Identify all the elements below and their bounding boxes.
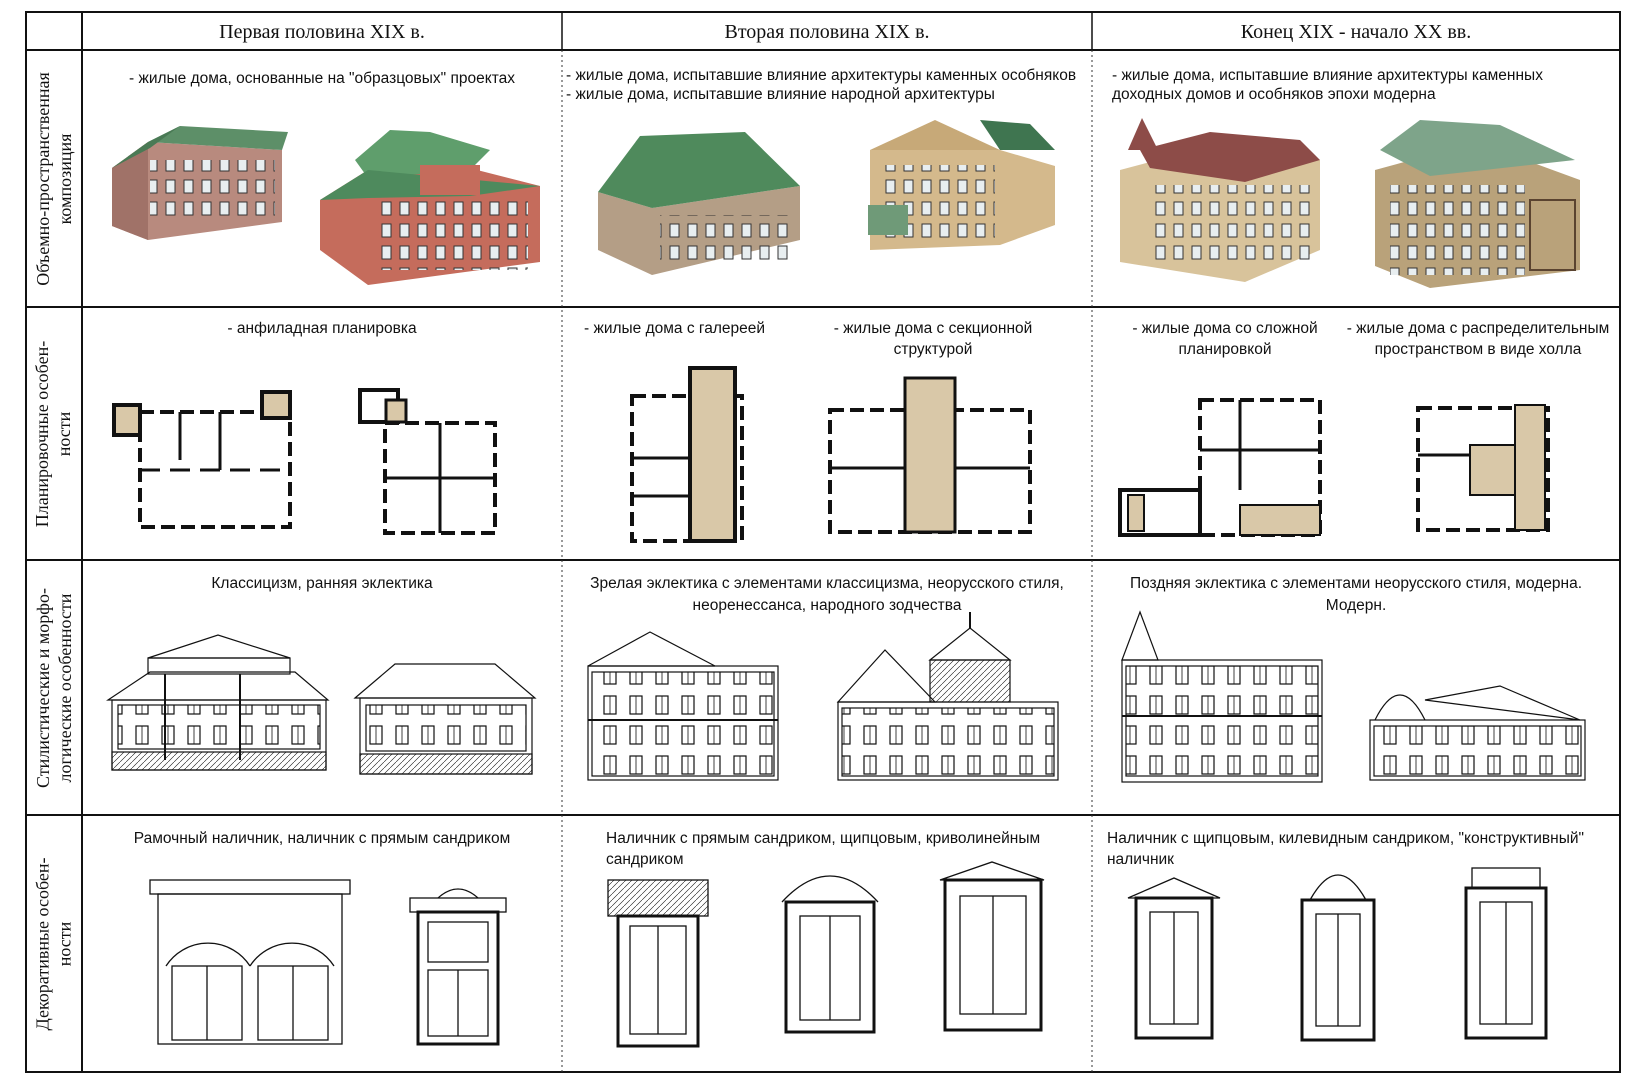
window-frame-drawing-4 bbox=[781, 875, 879, 1034]
facade-drawing-3 bbox=[587, 631, 779, 781]
facade-drawing-5 bbox=[1121, 610, 1323, 783]
window-frame-drawing-7 bbox=[1300, 874, 1376, 1042]
composition-caption-3a: - жилые дома, испытавшие влияние архитек… bbox=[1112, 67, 1543, 84]
house-model-2 bbox=[320, 130, 540, 285]
planning-caption-3a-line1: - жилые дома со сложной bbox=[1132, 320, 1318, 337]
column-header-second-half: Вторая половина XIX в. bbox=[724, 21, 930, 43]
floor-plan-2 bbox=[358, 388, 497, 535]
planning-caption-2b-line2: структурой bbox=[893, 341, 973, 358]
window-frame-drawing-2 bbox=[409, 888, 507, 1046]
style-caption-3a: Поздняя эклектика с элементами неорусско… bbox=[1129, 575, 1583, 592]
style-caption-2b: неоренессанса, народного зодчества bbox=[692, 597, 962, 614]
floor-plan-4 bbox=[828, 376, 1032, 534]
decor-caption-2b: сандриком bbox=[606, 851, 684, 868]
decor-caption-2a: Наличник с прямым сандриком, щипцовым, к… bbox=[606, 830, 1041, 847]
composition-caption-1: - жилые дома, основанные на "образцовых"… bbox=[128, 70, 515, 87]
planning-caption-3a-line2: планировкой bbox=[1178, 341, 1272, 358]
house-model-4 bbox=[868, 120, 1055, 250]
floor-plan-1 bbox=[112, 390, 292, 529]
composition-caption-2b: - жилые дома, испытавшие влияние народно… bbox=[566, 86, 995, 103]
facade-drawing-1 bbox=[106, 634, 330, 771]
house-model-6 bbox=[1375, 120, 1580, 288]
planning-caption-2b-line1: - жилые дома с секционной bbox=[833, 320, 1033, 337]
composition-caption-2a: - жилые дома, испытавшие влияние архитек… bbox=[566, 67, 1077, 84]
floor-plan-3 bbox=[630, 366, 744, 543]
facade-drawing-2 bbox=[353, 663, 537, 775]
style-caption-3b: Модерн. bbox=[1325, 597, 1387, 614]
decor-caption-1: Рамочный наличник, наличник с прямым сан… bbox=[133, 830, 511, 847]
style-caption-1: Классицизм, ранняя эклектика bbox=[211, 575, 433, 592]
window-frame-drawing-1 bbox=[149, 879, 351, 1045]
composition-caption-3b: доходных домов и особняков эпохи модерна bbox=[1112, 86, 1436, 103]
planning-caption-2a: - жилые дома с галереей bbox=[584, 320, 766, 337]
facade-drawing-4 bbox=[836, 612, 1059, 781]
window-frame-drawing-8 bbox=[1464, 867, 1548, 1040]
planning-caption-3b-line1: - жилые дома с распределительным bbox=[1346, 320, 1610, 337]
planning-caption-1: - анфиладная планировка bbox=[227, 320, 417, 337]
window-frame-drawing-5 bbox=[939, 861, 1045, 1032]
window-frame-drawing-6 bbox=[1127, 877, 1221, 1040]
house-model-1 bbox=[112, 126, 288, 240]
style-caption-2a: Зрелая эклектика с элементами классицизм… bbox=[590, 575, 1064, 592]
house-model-3 bbox=[598, 132, 800, 275]
column-header-turn-of-century: Конец XIX - начало XX вв. bbox=[1240, 21, 1472, 43]
decor-caption-3b: наличник bbox=[1107, 851, 1174, 868]
window-frame-drawing-3 bbox=[607, 879, 709, 1048]
floor-plan-5 bbox=[1118, 398, 1322, 537]
house-model-5 bbox=[1120, 118, 1320, 282]
planning-caption-3b-line2: пространством в виде холла bbox=[1374, 341, 1582, 358]
floor-plan-6 bbox=[1416, 404, 1550, 532]
column-header-first-half: Первая половина XIX в. bbox=[219, 21, 425, 43]
facade-drawing-6 bbox=[1369, 685, 1586, 781]
decor-caption-3a: Наличник с щипцовым, килевидным сандрико… bbox=[1107, 830, 1585, 847]
